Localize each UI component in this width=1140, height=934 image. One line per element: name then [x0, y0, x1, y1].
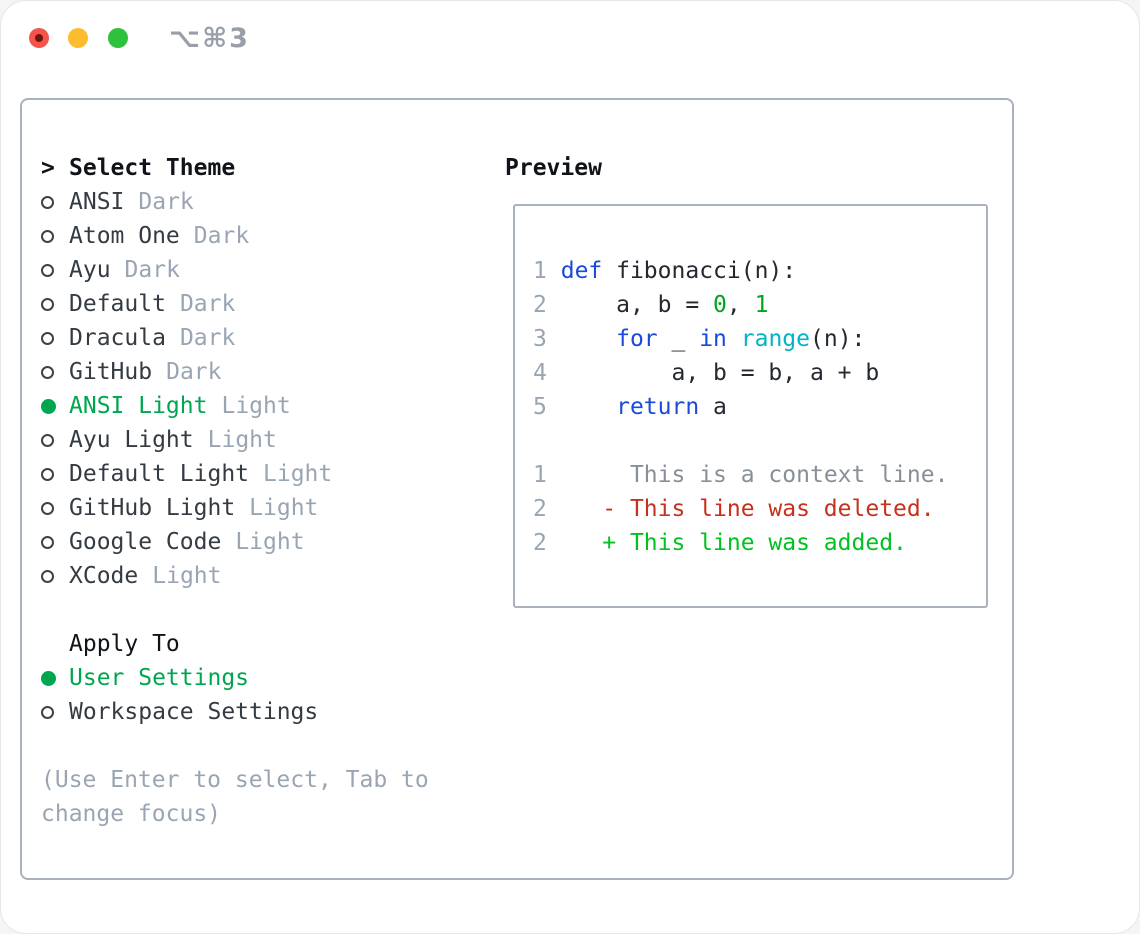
radio-icon	[41, 263, 69, 277]
theme-option-dracula[interactable]: Dracula Dark	[41, 321, 332, 355]
option-label: Ayu Light	[69, 427, 194, 453]
zoom-button[interactable]	[108, 28, 128, 48]
radio-icon	[41, 535, 69, 549]
variant-tag: Light	[152, 563, 222, 589]
selection-cursor-icon: >	[41, 155, 55, 181]
code-line: 2 + This line was added.	[533, 530, 907, 556]
option-label: GitHub	[69, 359, 153, 385]
option-label: Ayu	[69, 257, 111, 283]
code-line	[533, 424, 986, 458]
theme-option-github[interactable]: GitHub Dark	[41, 355, 332, 389]
variant-tag: Dark	[179, 325, 236, 351]
code-line: 1 This is a context line.	[533, 462, 949, 488]
radio-selected-icon	[41, 670, 69, 686]
preview-code: 1 def fibonacci(n): 2 a, b = 0, 1 3 for _ …	[533, 254, 986, 560]
variant-tag: Light	[207, 427, 277, 453]
title-bar: ⌥⌘3	[1, 1, 1139, 75]
variant-tag: Dark	[138, 189, 194, 215]
help-text: (Use Enter to select, Tab to change focu…	[41, 763, 429, 831]
code-line: 1 def fibonacci(n):	[533, 258, 797, 284]
code-line: 3 for _ in range(n):	[533, 326, 866, 352]
minimize-button[interactable]	[68, 28, 88, 48]
help-line: (Use Enter to select, Tab to	[41, 767, 429, 793]
option-label: Google Code	[69, 529, 222, 555]
theme-option-ansi-light[interactable]: ANSI Light Light	[41, 389, 332, 423]
radio-icon	[41, 705, 69, 719]
radio-icon	[41, 229, 69, 243]
apply-to-title: Apply To	[69, 631, 180, 657]
radio-selected-icon	[41, 398, 69, 414]
apply-option-user-settings[interactable]: User Settings	[41, 661, 318, 695]
variant-tag: Light	[263, 461, 333, 487]
theme-option-ansi[interactable]: ANSI Dark	[41, 185, 332, 219]
option-label: Atom One	[69, 223, 180, 249]
radio-icon	[41, 365, 69, 379]
close-button[interactable]	[29, 28, 49, 48]
code-line: 5 return a	[533, 394, 727, 420]
theme-option-atom-one[interactable]: Atom One Dark	[41, 219, 332, 253]
window-title: ⌥⌘3	[169, 23, 250, 54]
theme-option-default[interactable]: Default Dark	[41, 287, 332, 321]
variant-tag: Light	[235, 529, 305, 555]
apply-to-header: Apply To	[41, 627, 318, 661]
option-label: XCode	[69, 563, 139, 589]
variant-tag: Light	[221, 393, 291, 419]
code-line: 4 a, b = b, a + b	[533, 360, 880, 386]
theme-list-header: > Select Theme	[41, 151, 332, 185]
theme-option-ayu-light[interactable]: Ayu Light Light	[41, 423, 332, 457]
close-dot-icon	[35, 34, 43, 42]
radio-icon	[41, 297, 69, 311]
preview-title: Preview	[505, 155, 602, 181]
theme-option-github-light[interactable]: GitHub Light Light	[41, 491, 332, 525]
preview-pane: 1 def fibonacci(n): 2 a, b = 0, 1 3 for _ …	[513, 204, 988, 608]
variant-tag: Light	[249, 495, 319, 521]
option-label: ANSI Light	[69, 393, 208, 419]
theme-option-default-light[interactable]: Default Light Light	[41, 457, 332, 491]
radio-icon	[41, 195, 69, 209]
theme-option-xcode[interactable]: XCode Light	[41, 559, 332, 593]
radio-icon	[41, 467, 69, 481]
code-line: 2 - This line was deleted.	[533, 496, 935, 522]
theme-option-google-code[interactable]: Google Code Light	[41, 525, 332, 559]
option-label: Default	[69, 291, 166, 317]
option-label: Default Light	[69, 461, 250, 487]
radio-icon	[41, 331, 69, 345]
radio-icon	[41, 569, 69, 583]
variant-tag: Dark	[193, 223, 250, 249]
help-line: change focus)	[41, 801, 222, 827]
theme-list-title: Select Theme	[69, 155, 236, 181]
option-label: Dracula	[69, 325, 166, 351]
radio-icon	[41, 433, 69, 447]
option-label: GitHub Light	[69, 495, 236, 521]
variant-tag: Dark	[124, 257, 180, 283]
option-label: Workspace Settings	[69, 699, 319, 725]
code-line: 2 a, b = 0, 1	[533, 292, 769, 318]
apply-option-workspace-settings[interactable]: Workspace Settings	[41, 695, 318, 729]
option-label: User Settings	[69, 665, 250, 691]
option-label: ANSI	[69, 189, 125, 215]
radio-icon	[41, 501, 69, 515]
variant-tag: Dark	[166, 359, 222, 385]
theme-option-ayu[interactable]: Ayu Dark	[41, 253, 332, 287]
variant-tag: Dark	[179, 291, 236, 317]
